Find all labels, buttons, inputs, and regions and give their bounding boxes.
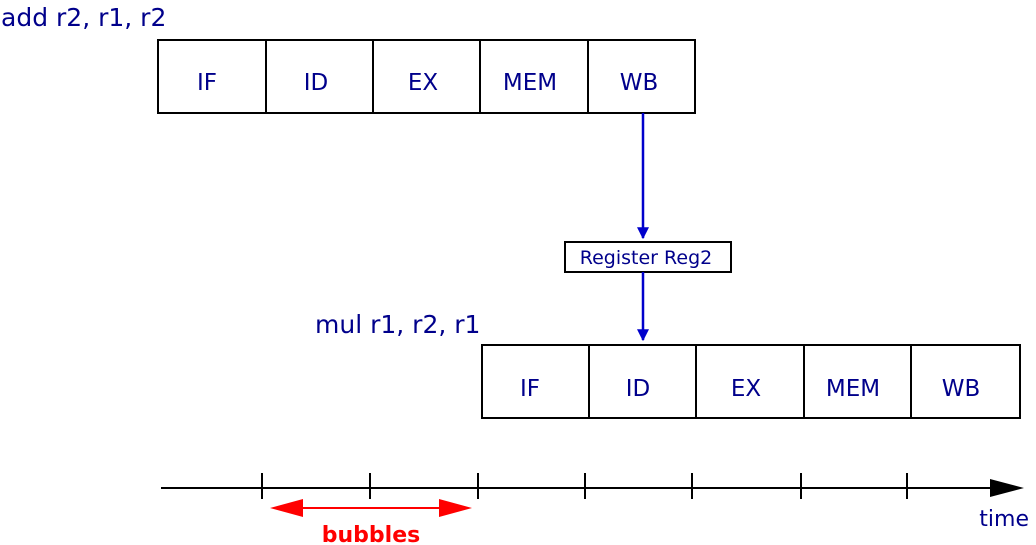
stage-box-add-wb xyxy=(587,39,696,114)
bubbles-arrowhead-left xyxy=(270,499,303,517)
time-axis-label: time xyxy=(979,507,1029,532)
bubbles-arrowhead-right xyxy=(439,499,472,517)
stage-label-mul-if: IF xyxy=(520,376,540,402)
stage-label-mul-ex: EX xyxy=(731,376,762,402)
register-box: Register Reg2 xyxy=(564,241,732,273)
register-box-frame xyxy=(564,241,732,273)
register-label: Register Reg2 xyxy=(580,247,712,269)
instruction-add: add r2, r1, r2 IF ID EX MEM WB xyxy=(1,3,696,114)
stage-label-add-if: IF xyxy=(197,70,217,96)
instruction-mul: mul r1, r2, r1 IF ID EX MEM WB xyxy=(315,310,1021,419)
time-axis: time xyxy=(161,473,1029,532)
stage-label-add-id: ID xyxy=(304,70,329,96)
instruction-label-mul: mul r1, r2, r1 xyxy=(315,310,480,339)
stage-label-mul-mem: MEM xyxy=(826,376,880,402)
stage-label-mul-wb: WB xyxy=(942,376,981,402)
bubbles-indicator: bubbles xyxy=(270,499,472,545)
stage-label-add-mem: MEM xyxy=(503,70,557,96)
pipeline-stages-mul: IF ID EX MEM WB xyxy=(481,344,1021,419)
bubbles-label: bubbles xyxy=(322,523,420,545)
pipeline-stages-add: IF ID EX MEM WB xyxy=(157,39,696,114)
stage-box-mul-wb xyxy=(910,344,1021,419)
stage-label-add-wb: WB xyxy=(620,70,659,96)
stage-label-mul-id: ID xyxy=(626,376,651,402)
instruction-label-add: add r2, r1, r2 xyxy=(1,3,166,32)
time-axis-arrowhead xyxy=(990,479,1024,497)
stage-label-add-ex: EX xyxy=(408,70,439,96)
